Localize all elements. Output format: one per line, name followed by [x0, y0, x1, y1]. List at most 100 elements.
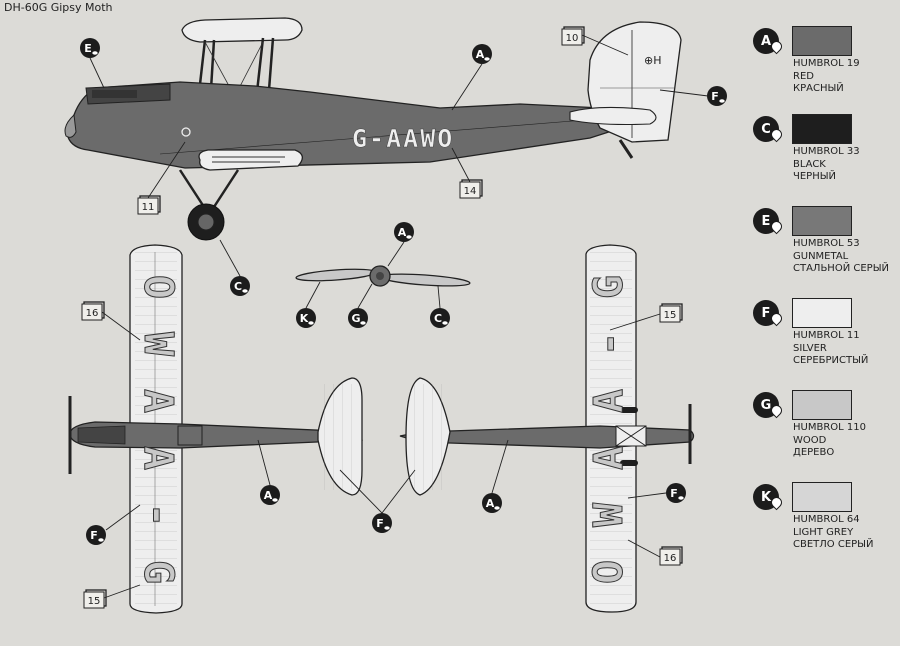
svg-text:10: 10 — [566, 33, 579, 44]
legend-swatch — [792, 298, 852, 328]
leader-line — [437, 285, 441, 309]
legend-k-badge-icon: K — [753, 484, 785, 511]
legend-humbrol: HUMBROL 19 — [793, 58, 860, 69]
leader-line — [627, 492, 667, 499]
legend-en: BLACK — [793, 158, 826, 170]
leader-line — [451, 147, 471, 183]
leader-line — [257, 439, 271, 486]
legend-swatch — [792, 206, 852, 236]
legend-ru: ЧЕРНЫЙ — [793, 171, 837, 182]
number-boxes: 10 11 14 16 15 15 16 — [81, 26, 683, 609]
leader-line — [147, 141, 186, 199]
callout-f-icon: F — [666, 483, 686, 503]
callout-f-icon: F — [86, 525, 106, 545]
svg-text:⊕H: ⊕H — [644, 54, 662, 67]
leader-line — [451, 63, 483, 111]
svg-text:K: K — [300, 312, 309, 325]
legend-ru: СТАЛЬНОЙ СЕРЫЙ — [793, 263, 889, 274]
leader-line — [101, 311, 141, 341]
legend-swatch — [792, 390, 852, 420]
number-box: 15 — [659, 303, 683, 323]
number-box: 16 — [81, 301, 105, 321]
wing-letter: - — [135, 503, 181, 527]
leader-line — [387, 241, 405, 267]
side-registration: G-AAWO — [352, 124, 454, 153]
wing-letter: A — [586, 389, 632, 413]
wing-letter: A — [135, 389, 181, 413]
top-view-left — [68, 244, 363, 614]
leader-line — [103, 584, 141, 599]
legend-en: SILVER — [793, 342, 827, 354]
svg-text:15: 15 — [664, 310, 677, 321]
svg-text:16: 16 — [86, 308, 99, 319]
legend-swatch — [792, 114, 852, 144]
wing-letter: A — [586, 446, 632, 470]
svg-text:F: F — [376, 517, 384, 530]
legend-ru: ДЕРЕВО — [793, 447, 835, 458]
svg-text:A: A — [398, 226, 407, 239]
svg-text:15: 15 — [88, 596, 101, 607]
legend-swatch — [792, 482, 852, 512]
legend-humbrol: HUMBROL 110 — [793, 422, 866, 433]
legend-humbrol: HUMBROL 64 — [793, 514, 860, 525]
leader-line — [339, 469, 383, 514]
svg-text:A: A — [486, 497, 495, 510]
svg-text:C: C — [234, 280, 242, 293]
number-box: 14 — [459, 179, 483, 199]
lower-wing-side — [198, 149, 303, 171]
number-box: 15 — [83, 589, 107, 609]
callout-a-icon: A — [394, 222, 414, 242]
legend-swatch — [792, 26, 852, 56]
number-box: 10 — [561, 26, 585, 46]
leader-line — [89, 57, 105, 89]
wing-letter: A — [135, 446, 181, 470]
wing-letter: G — [586, 275, 632, 299]
leader-lines — [89, 34, 709, 599]
callout-f-icon: F — [372, 513, 392, 533]
wing-letter: - — [586, 332, 632, 356]
leader-line — [357, 283, 373, 309]
svg-text:A: A — [264, 489, 273, 502]
svg-text:16: 16 — [664, 553, 677, 564]
svg-text:11: 11 — [142, 202, 155, 213]
leader-line — [659, 89, 709, 97]
leader-line — [627, 539, 661, 558]
legend-a-badge-icon: A — [753, 28, 785, 55]
callout-a-icon: A — [472, 44, 492, 64]
legend-en: WOOD — [793, 434, 827, 446]
callout-k-icon: K — [296, 308, 316, 328]
side-view: G-AAWO ⊕H — [64, 17, 682, 241]
page-title: DH-60G Gipsy Moth — [4, 1, 113, 14]
svg-text:F: F — [90, 529, 98, 542]
wing-letter: W — [586, 502, 632, 527]
legend-e-badge-icon: E — [753, 208, 785, 235]
callout-f-icon: F — [707, 86, 727, 106]
svg-text:F: F — [670, 487, 678, 500]
leader-line — [219, 239, 241, 277]
legend-ru: СВЕТЛО СЕРЫЙ — [793, 539, 874, 550]
leader-line — [105, 504, 141, 531]
svg-text:14: 14 — [464, 186, 477, 197]
propeller — [295, 265, 471, 287]
svg-text:A: A — [476, 48, 485, 61]
leader-line — [609, 313, 661, 331]
bottom-view-right — [399, 244, 695, 613]
callout-a-icon: A — [482, 493, 502, 513]
legend-humbrol: HUMBROL 11 — [793, 330, 860, 341]
legend-en: GUNMETAL — [793, 250, 849, 262]
number-box: 16 — [659, 546, 683, 566]
callout-c-icon: C — [230, 276, 250, 296]
wing-letter: W — [135, 332, 181, 357]
upper-wing-side — [181, 17, 303, 43]
number-box: 11 — [137, 195, 161, 215]
legend-ru: КРАСНЫЙ — [793, 83, 844, 94]
svg-text:G: G — [351, 312, 360, 325]
callout-a-icon: A — [260, 485, 280, 505]
